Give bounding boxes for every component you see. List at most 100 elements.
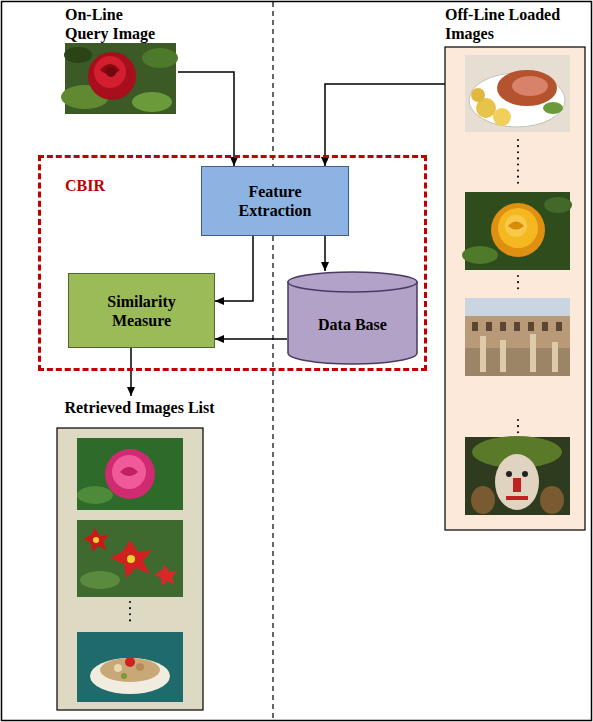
face-photo xyxy=(506,471,512,477)
red-flowers-photo xyxy=(127,555,135,563)
food-photo xyxy=(465,55,570,132)
ruins-photo xyxy=(472,322,478,331)
arrow-connector xyxy=(325,84,445,166)
food-plate-photo xyxy=(77,632,183,702)
food-plate-photo xyxy=(136,663,144,671)
cbir-region: CBIR Feature ExtractionSimilarity Measure… xyxy=(38,155,427,371)
cylinder-top xyxy=(288,272,417,292)
yellow-rose-photo xyxy=(491,203,545,257)
node-label: Retrieved Images List xyxy=(37,398,242,417)
arrow-connector xyxy=(130,348,132,396)
ruins-photo xyxy=(500,322,506,331)
face-photo xyxy=(465,436,570,515)
yellow-rose-photo xyxy=(544,197,572,213)
food-plate-photo xyxy=(121,673,127,679)
query-rose-photo xyxy=(64,47,92,63)
cylinder-body-text-area: Data Base xyxy=(293,295,412,353)
query-rose-photo xyxy=(61,43,178,114)
food-plate-photo xyxy=(125,657,135,667)
pink-rose-photo xyxy=(77,438,183,510)
arrow-connector xyxy=(178,72,234,166)
food-plate-photo xyxy=(114,664,122,672)
face-photo xyxy=(471,486,495,514)
cylinder-body xyxy=(288,282,417,364)
food-plate-photo xyxy=(100,658,160,682)
pink-rose-photo xyxy=(112,455,146,489)
query-image: On-Line Query Image xyxy=(65,5,178,115)
node-label: Similarity Measure xyxy=(89,292,194,330)
retrieved-list-panel: Retrieved Images List xyxy=(37,398,242,710)
face-photo xyxy=(506,496,528,500)
red-flowers-photo xyxy=(83,528,109,552)
pink-rose-photo xyxy=(120,467,138,476)
ruins-photo xyxy=(514,322,520,331)
face-photo xyxy=(513,478,521,492)
yellow-rose-photo xyxy=(462,246,498,264)
ruins-photo xyxy=(465,298,570,376)
offline-panel xyxy=(445,47,585,530)
ruins-photo xyxy=(465,298,570,376)
food-photo xyxy=(512,76,548,96)
ruins-photo xyxy=(530,334,536,372)
query-rose-photo xyxy=(142,48,178,68)
pink-rose-photo xyxy=(77,486,113,504)
food-plate-photo xyxy=(77,632,183,702)
pink-rose-photo xyxy=(77,438,183,510)
node-label: Off-Line Loaded Images xyxy=(445,5,587,43)
red-flowers-photo xyxy=(77,520,183,597)
pink-rose-photo xyxy=(105,449,155,499)
food-photo xyxy=(471,88,485,102)
query-rose-photo xyxy=(94,56,126,88)
food-photo xyxy=(543,102,563,114)
online-offline-divider xyxy=(272,2,273,720)
process-box: Feature Extraction xyxy=(201,166,349,236)
face-photo xyxy=(540,486,564,514)
red-flowers-photo xyxy=(80,571,120,589)
yellow-rose-photo xyxy=(505,215,527,237)
food-photo xyxy=(465,55,570,132)
face-photo xyxy=(495,454,539,510)
more-images-dots xyxy=(517,140,519,185)
ruins-photo xyxy=(500,340,506,372)
query-rose-photo xyxy=(106,67,116,77)
node-label: Feature Extraction xyxy=(224,182,326,220)
food-photo xyxy=(493,108,511,126)
arrow-connector xyxy=(215,338,287,340)
yellow-rose-photo xyxy=(462,192,572,270)
ruins-photo xyxy=(528,322,534,331)
food-plate-photo xyxy=(90,658,170,694)
process-box: Similarity Measure xyxy=(68,273,215,348)
ruins-photo xyxy=(480,336,486,372)
ruins-photo xyxy=(542,322,548,331)
query-rose-photo xyxy=(132,92,172,112)
offline-image-panel: Off-Line Loaded Images xyxy=(445,5,587,530)
red-flowers-photo xyxy=(110,540,152,578)
red-flowers-photo xyxy=(77,520,183,597)
ruins-photo xyxy=(556,322,562,331)
yellow-rose-photo xyxy=(498,208,538,248)
food-photo xyxy=(497,70,557,106)
more-images-dots xyxy=(517,276,519,294)
query-rose-photo xyxy=(88,52,136,100)
more-images-dots xyxy=(129,602,131,626)
face-photo xyxy=(465,437,570,515)
more-images-dots xyxy=(517,420,519,434)
retrieved-panel xyxy=(57,428,203,710)
node-label: CBIR xyxy=(65,176,105,195)
node-label: Data Base xyxy=(318,315,387,334)
red-flowers-photo xyxy=(93,537,99,543)
yellow-rose-photo xyxy=(508,222,524,230)
arrow-connector xyxy=(324,236,326,271)
red-flowers-photo xyxy=(154,565,177,586)
node-label: On-Line Query Image xyxy=(65,5,165,43)
face-photo xyxy=(522,471,528,477)
ruins-photo xyxy=(486,322,492,331)
arrow-connector xyxy=(215,236,253,301)
ruins-photo xyxy=(552,342,558,372)
database-cylinder: Data Base xyxy=(287,271,418,365)
